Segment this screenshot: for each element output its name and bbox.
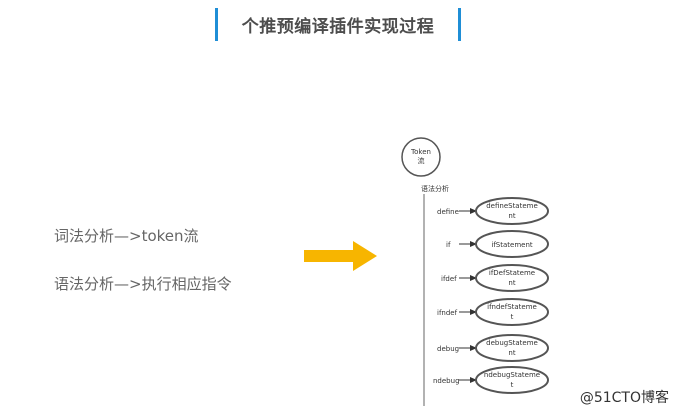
branch-ndebug: ndebug ndebugStateme t	[433, 366, 549, 394]
yellow-arrow-icon	[304, 241, 377, 271]
node-if-statement-line1: ifStatement	[491, 241, 533, 249]
edge-label-debug: debug	[437, 345, 459, 353]
node-if-statement	[475, 230, 549, 258]
node-define-statement	[475, 197, 549, 225]
branch-if: if ifStatement	[446, 230, 549, 258]
node-ndebug-statement-line2: t	[511, 381, 514, 389]
node-define-statement-line1: defineStateme	[486, 202, 538, 210]
branch-ifndef: ifndef ifndefStateme t	[437, 298, 549, 326]
node-define-statement-line2: nt	[508, 212, 515, 220]
edge-label-ifdef: ifdef	[441, 275, 457, 283]
token-root-label-line1: Token	[410, 148, 431, 156]
edge-label-define: define	[437, 208, 459, 216]
branch-ifdef: ifdef ifDefStateme nt	[441, 264, 549, 292]
token-root-label-line2: 流	[418, 156, 425, 165]
watermark-text: @51CTO博客	[579, 390, 669, 406]
node-ifdef-statement	[475, 264, 549, 292]
token-root-node	[401, 137, 441, 177]
lexical-analysis-text: 词法分析—>token流	[54, 227, 199, 245]
syntax-analysis-text: 语法分析—>执行相应指令	[54, 275, 232, 293]
node-debug-statement-line2: nt	[508, 349, 515, 357]
page-title: 个推预编译插件实现过程	[241, 17, 435, 37]
node-debug-statement-line1: debugStateme	[486, 339, 538, 347]
branch-debug: debug debugStateme nt	[437, 334, 549, 362]
node-ifndef-statement	[475, 298, 549, 326]
title-box: 个推预编译插件实现过程	[215, 8, 461, 41]
node-ndebug-statement-line1: ndebugStateme	[484, 371, 540, 379]
node-ifdef-statement-line1: ifDefStateme	[489, 269, 535, 277]
branch-define: define defineStateme nt	[437, 197, 549, 225]
syntax-branch-label: 语法分析	[421, 184, 449, 193]
node-ifndef-statement-line1: ifndefStateme	[487, 303, 537, 311]
node-debug-statement	[475, 334, 549, 362]
node-ifndef-statement-line2: t	[511, 313, 514, 321]
edge-label-ifndef: ifndef	[437, 309, 458, 317]
node-ifdef-statement-line2: nt	[508, 279, 515, 287]
edge-label-if: if	[446, 241, 451, 249]
node-ndebug-statement	[475, 366, 549, 394]
edge-label-ndebug: ndebug	[433, 377, 460, 385]
